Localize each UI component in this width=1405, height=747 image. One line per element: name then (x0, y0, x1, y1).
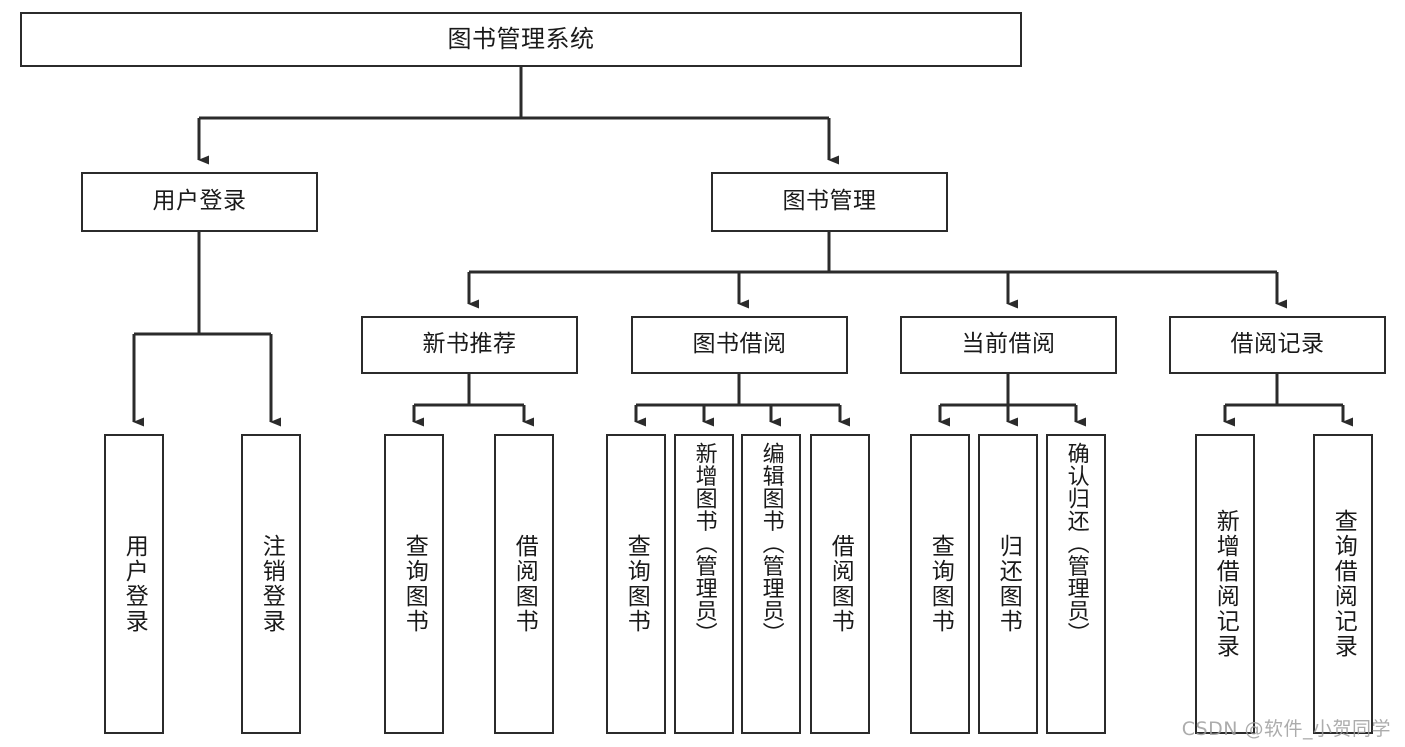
node-label: 图书管理系统 (447, 25, 595, 54)
node-label: 查询借阅记录 (1330, 509, 1357, 659)
node-label: 借阅图书 (827, 534, 854, 634)
node-leaf-query-book-recommend[interactable]: 查询图书 (384, 434, 444, 734)
node-label: 编辑图书（管理员） (758, 442, 784, 645)
node-label: 查询图书 (927, 534, 954, 634)
node-leaf-query-borrow-record[interactable]: 查询借阅记录 (1313, 434, 1373, 734)
node-leaf-add-book-admin[interactable]: 新增图书（管理员） (674, 434, 734, 734)
node-label: 查询图书 (623, 534, 650, 634)
node-leaf-return-book[interactable]: 归还图书 (978, 434, 1038, 734)
node-leaf-borrow-book-recommend[interactable]: 借阅图书 (494, 434, 554, 734)
node-label: 用户登录 (152, 188, 247, 215)
node-leaf-user-login[interactable]: 用户登录 (104, 434, 164, 734)
node-leaf-logout[interactable]: 注销登录 (241, 434, 301, 734)
node-root-book-management-system[interactable]: 图书管理系统 (20, 12, 1022, 67)
node-label: 确认归还（管理员） (1063, 442, 1089, 645)
node-user-login[interactable]: 用户登录 (81, 172, 318, 232)
node-label: 用户登录 (121, 534, 148, 634)
node-label: 归还图书 (995, 534, 1022, 634)
node-label: 当前借阅 (961, 331, 1056, 358)
node-label: 图书借阅 (692, 331, 787, 358)
node-new-book-recommend[interactable]: 新书推荐 (361, 316, 578, 374)
node-leaf-add-borrow-record[interactable]: 新增借阅记录 (1195, 434, 1255, 734)
node-label: 图书管理 (782, 188, 877, 215)
node-label: 借阅图书 (511, 534, 538, 634)
node-label: 新增图书（管理员） (691, 442, 717, 645)
node-label: 借阅记录 (1230, 331, 1325, 358)
node-leaf-query-book-borrow[interactable]: 查询图书 (606, 434, 666, 734)
node-label: 新书推荐 (422, 331, 517, 358)
node-book-borrow[interactable]: 图书借阅 (631, 316, 848, 374)
node-current-borrow[interactable]: 当前借阅 (900, 316, 1117, 374)
node-borrow-record[interactable]: 借阅记录 (1169, 316, 1386, 374)
watermark-text: CSDN @软件_小贺同学 (1181, 718, 1391, 740)
node-book-management[interactable]: 图书管理 (711, 172, 948, 232)
node-label: 注销登录 (258, 534, 285, 634)
node-leaf-query-book-current[interactable]: 查询图书 (910, 434, 970, 734)
node-leaf-borrow-book[interactable]: 借阅图书 (810, 434, 870, 734)
node-label: 新增借阅记录 (1212, 509, 1239, 659)
node-label: 查询图书 (401, 534, 428, 634)
node-leaf-confirm-return-admin[interactable]: 确认归还（管理员） (1046, 434, 1106, 734)
node-leaf-edit-book-admin[interactable]: 编辑图书（管理员） (741, 434, 801, 734)
